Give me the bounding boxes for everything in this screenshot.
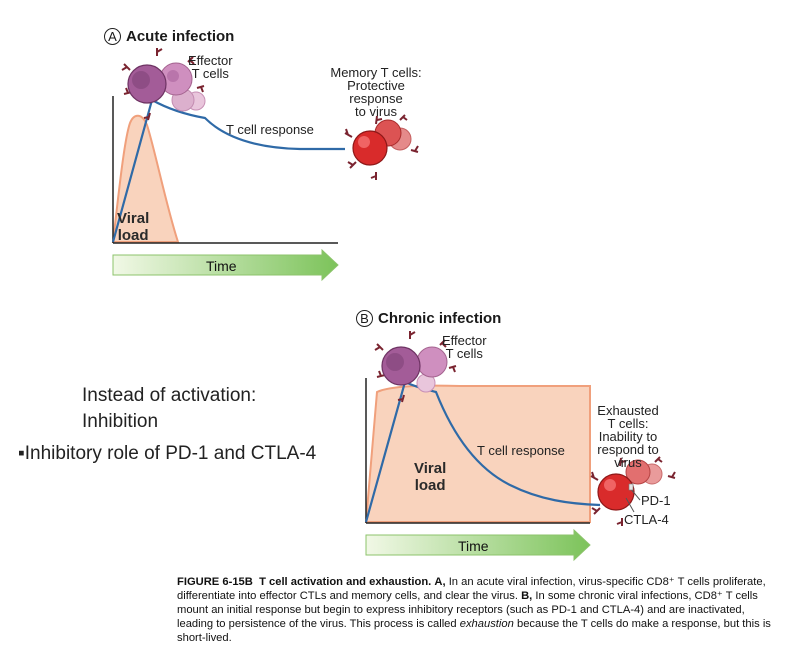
panel-b-diagram — [364, 331, 676, 562]
panel-a-memory-cells — [344, 114, 419, 180]
caption-text-b2: because the T cells do make a response, … — [177, 618, 771, 644]
slide-heading-line-1: Instead of activation: — [82, 385, 257, 406]
caption-text-b-emphasis: exhaustion — [459, 618, 514, 630]
panel-b-time-label: Time — [458, 538, 489, 554]
slide-heading: Instead of activation: Inhibition — [82, 383, 256, 435]
bullet-marker: ▪ — [18, 443, 25, 464]
caption-label-b: B, — [521, 590, 533, 602]
panel-a-title: A Acute infection — [104, 28, 234, 45]
panel-a-time-arrow — [112, 248, 339, 282]
panel-a-letter: A — [104, 28, 121, 45]
panel-b-effector-cells — [374, 331, 457, 403]
caption-figure-title: T cell activation and exhaustion. — [259, 576, 432, 588]
panel-b-time-arrow — [365, 528, 591, 562]
caption-text-a: In an acute viral infection, virus-speci… — [177, 576, 766, 602]
panel-b-ctla4-label: CTLA-4 — [624, 512, 669, 527]
panel-b-title-text: Chronic infection — [378, 310, 502, 327]
panel-b-pd1-label: PD-1 — [641, 493, 671, 508]
panel-b-exhausted-cells — [590, 456, 676, 526]
panel-b-title: B Chronic infection — [356, 310, 501, 327]
panel-a-time-label: Time — [206, 258, 237, 274]
panel-a-effector-cells — [121, 48, 206, 121]
caption-text-b1: In some chronic viral infections, CD8⁺ T… — [177, 590, 758, 630]
panel-a-viral-load-area — [111, 114, 180, 243]
bullet-text: Inhibitory role of PD-1 and CTLA-4 — [24, 443, 317, 464]
panel-b-letter: B — [356, 310, 373, 327]
panel-b-response-label: T cell response — [477, 443, 565, 458]
caption-figure-id: FIGURE 6-15B — [177, 576, 253, 588]
panel-a-response-label: T cell response — [226, 122, 314, 137]
panel-a-title-text: Acute infection — [126, 28, 235, 45]
panel-b-exhausted-label: Exhausted T cells: Inability to respond … — [597, 403, 659, 470]
figure-caption: FIGURE 6-15B T cell activation and exhau… — [177, 575, 777, 645]
slide-heading-line-2: Inhibition — [82, 411, 159, 432]
panel-a-t-cell-response-line — [111, 98, 345, 243]
panel-a-diagram — [111, 48, 419, 282]
panel-a-memory-label: Memory T cells: Protective response to v… — [330, 65, 422, 119]
caption-label-a: A, — [434, 576, 446, 588]
slide-bullet: ▪Inhibitory role of PD-1 and CTLA-4 — [18, 441, 316, 467]
